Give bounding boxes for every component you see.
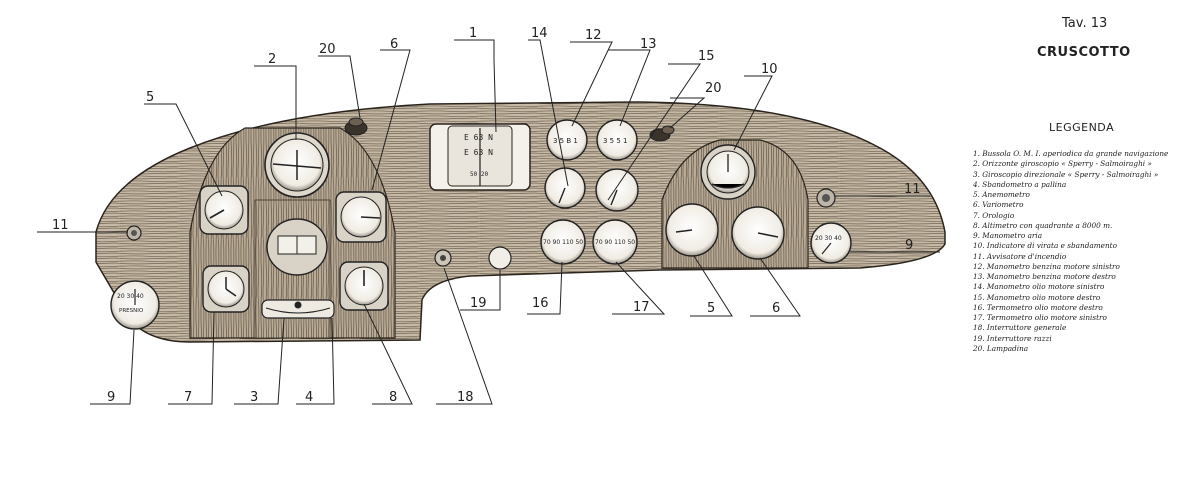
callout-6-top: 6 bbox=[390, 37, 398, 52]
legend-item-20: 20. Lampadina bbox=[973, 343, 1029, 353]
leader-lines bbox=[37, 39, 940, 405]
compass-heading-top: E 63 N bbox=[464, 133, 493, 142]
callout-16: 16 bbox=[532, 296, 549, 311]
legend-item-16: 16. Termometro olio motore destro bbox=[973, 302, 1103, 312]
airspeed-right-needle bbox=[675, 229, 693, 233]
callout-10: 10 bbox=[761, 62, 778, 77]
callout-8: 8 bbox=[389, 390, 397, 405]
oil-temp-right-16 bbox=[540, 219, 586, 265]
compass-scale: 50 20 bbox=[470, 171, 488, 178]
air-pressure-right-needle bbox=[821, 242, 832, 255]
air-pressure-left-scale: 20 30 40 bbox=[117, 293, 144, 300]
oil-temp-right-16-scale: 70 90 110 50 bbox=[543, 239, 583, 246]
clock-hands bbox=[225, 277, 237, 297]
slip-indicator-ball bbox=[294, 301, 302, 309]
legend-item-9: 9. Manometro aria bbox=[973, 231, 1043, 240]
callout-17: 17 bbox=[633, 300, 650, 315]
callout-5-left: 5 bbox=[146, 90, 154, 105]
callout-20-right: 20 bbox=[705, 81, 722, 96]
callout-9-left: 9 bbox=[107, 390, 115, 405]
plate-title: CRUSCOTTO bbox=[1037, 45, 1131, 60]
legend-item-19: 19. Interruttore razzi bbox=[973, 333, 1052, 343]
callout-18: 18 bbox=[457, 390, 474, 405]
callout-15: 15 bbox=[698, 49, 715, 64]
callout-7: 7 bbox=[184, 390, 192, 405]
airspeed-needle bbox=[209, 209, 225, 219]
fire-warning-left-knob bbox=[131, 230, 137, 236]
turn-indicator-needle bbox=[711, 154, 745, 189]
legend-item-10: 10. Indicatore di virata e sbandamento bbox=[973, 241, 1118, 251]
oil-pressure-right-needle bbox=[610, 189, 618, 206]
legend-item-8: 8. Altimetro con quadrante a 8000 m. bbox=[973, 220, 1113, 230]
callout-9-right: 9 bbox=[905, 238, 913, 253]
legend-list: 1. Bussola O. M. I. aperiodica da grande… bbox=[973, 149, 1195, 354]
oil-temp-left-17-scale: 70 90 110 50 bbox=[595, 239, 635, 246]
legend-item-12: 12. Manometro benzina motore sinistro bbox=[973, 261, 1120, 271]
legend-item-6: 6. Variometro bbox=[973, 200, 1024, 210]
legend-item-15: 15. Manometro olio motore destro bbox=[973, 292, 1101, 302]
callout-20-left: 20 bbox=[319, 42, 336, 57]
legend-item-17: 17. Termometro olio motore sinistro bbox=[973, 313, 1107, 322]
legend-item-1: 1. Bussola O. M. I. aperiodica da grande… bbox=[973, 149, 1169, 158]
plate-number: Tav. 13 bbox=[1062, 16, 1108, 31]
oil-temp-left-17 bbox=[592, 219, 638, 265]
legend-item-3: 3. Giroscopio direzionale « Sperry - Sal… bbox=[973, 169, 1159, 179]
variometer-needle bbox=[360, 216, 381, 219]
air-pressure-right-scale: 20 30 40 bbox=[815, 235, 842, 242]
legend-item-2: 2. Orizzonte giroscopio « Sperry - Salmo… bbox=[973, 159, 1152, 169]
lamp-left bbox=[344, 117, 368, 136]
artificial-horizon-bar bbox=[272, 150, 322, 180]
legend-item-4: 4. Sbandometro a pallina bbox=[973, 179, 1067, 189]
oil-pressure-left-needle bbox=[558, 187, 566, 204]
callout-19: 19 bbox=[470, 296, 487, 311]
callout-1: 1 bbox=[469, 26, 477, 41]
legend-item-14: 14. Manometro olio motore sinistro bbox=[973, 282, 1105, 292]
callout-12: 12 bbox=[585, 28, 602, 43]
fuel-gauge-right-13-scale: 3 5 5 1 bbox=[603, 137, 628, 145]
slip-indicator-tube bbox=[265, 307, 331, 314]
rocket-switch bbox=[488, 246, 512, 270]
callout-14: 14 bbox=[531, 26, 548, 41]
fire-warning-right-knob bbox=[822, 194, 830, 202]
legend-item-5: 5. Anemometro bbox=[973, 190, 1030, 199]
legend-item-13: 13. Manometro benzina motore destro bbox=[973, 272, 1116, 281]
variometer-right-needle bbox=[757, 232, 779, 238]
air-pressure-left-label: PRESNIO bbox=[119, 308, 144, 314]
slip-indicator-body bbox=[261, 299, 335, 319]
legend-item-18: 18. Interruttore generale bbox=[973, 323, 1067, 333]
legend-item-7: 7. Orologio bbox=[973, 210, 1015, 220]
main-switch-knob bbox=[440, 255, 446, 261]
callout-13: 13 bbox=[640, 37, 657, 52]
lamp-right bbox=[649, 125, 675, 142]
legend-title: LEGGENDA bbox=[1049, 121, 1115, 134]
callout-11-right: 11 bbox=[904, 182, 921, 197]
compass-heading-bottom: E 63 N bbox=[464, 148, 493, 157]
callout-3: 3 bbox=[250, 390, 258, 405]
legend-item-11: 11. Avvisatore d'incendio bbox=[973, 251, 1067, 261]
callout-4: 4 bbox=[305, 390, 313, 405]
callout-11-left: 11 bbox=[52, 218, 69, 233]
callout-6-right: 6 bbox=[772, 301, 780, 316]
oil-gauge-left-14-scale: 3 5 B 1 bbox=[553, 137, 578, 145]
fuel-gauge-right-13 bbox=[596, 119, 638, 161]
callout-5-right: 5 bbox=[707, 301, 715, 316]
callout-2: 2 bbox=[268, 52, 276, 67]
